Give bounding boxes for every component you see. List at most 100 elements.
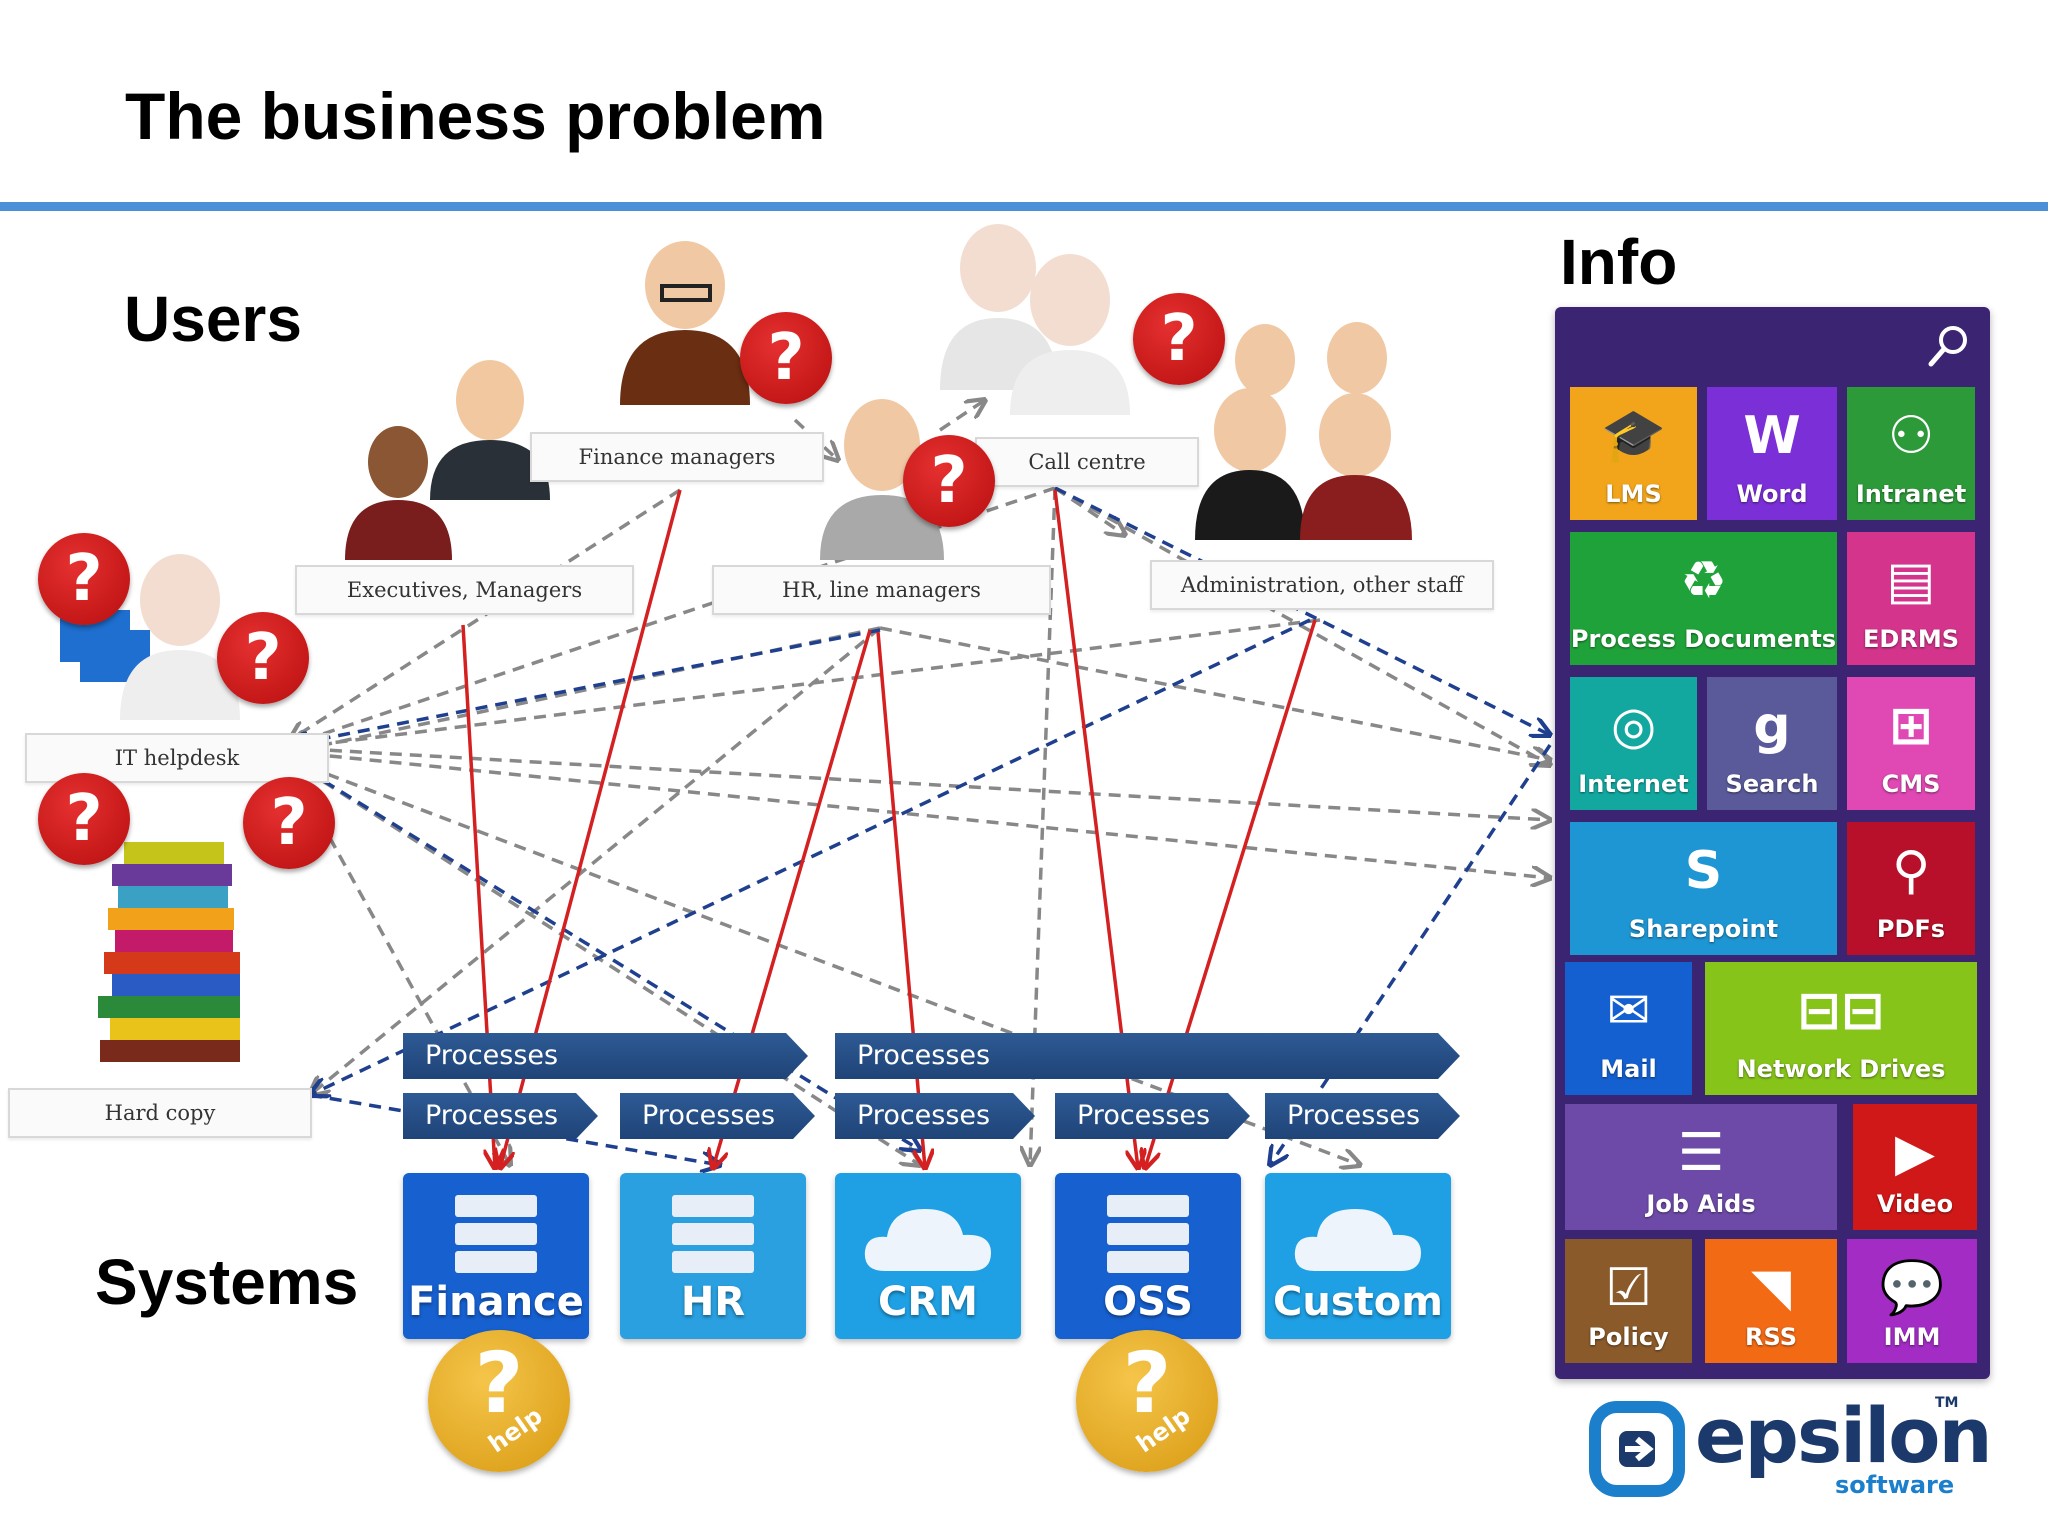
- document-icon: ▤: [1886, 551, 1936, 611]
- cloud-icon: [1294, 1209, 1421, 1271]
- pdf-icon: ⚲: [1891, 841, 1931, 901]
- title-rule: [0, 202, 2048, 211]
- youtube-icon: ▶: [1895, 1123, 1935, 1183]
- arrow-grey: [289, 758, 1360, 1165]
- arrow-grey: [289, 746, 1550, 820]
- question-badge-icon: ?: [740, 312, 832, 404]
- process-banner: Processes: [1055, 1093, 1250, 1139]
- checklist-icon: ☑: [1605, 1258, 1652, 1318]
- user-label-hard-copy: Hard copy: [8, 1088, 312, 1138]
- arrow-grey: [939, 400, 985, 432]
- books-stack-icon: [98, 842, 240, 1062]
- arrow-grey: [1054, 486, 1125, 535]
- tile-imm[interactable]: 💬IMM: [1847, 1239, 1977, 1363]
- tile-cms[interactable]: ⊞CMS: [1847, 677, 1975, 810]
- system-finance[interactable]: Finance: [403, 1173, 589, 1339]
- envelope-icon: ✉: [1606, 981, 1651, 1041]
- help-badge-icon: ? help: [428, 1330, 570, 1472]
- user-label-hr: HR, line managers: [712, 565, 1051, 615]
- arrow-grey: [310, 626, 882, 1095]
- process-banner: Processes: [403, 1033, 808, 1079]
- user-label-call-centre: Call centre: [975, 437, 1199, 487]
- tile-lms[interactable]: 🎓LMS: [1570, 387, 1697, 520]
- sharepoint-icon: S: [1684, 841, 1723, 901]
- database-icon: [1107, 1195, 1189, 1273]
- tile-process-documents[interactable]: ♻Process Documents: [1570, 532, 1837, 665]
- process-banner: Processes: [620, 1093, 815, 1139]
- call-centre-figure-icon: [940, 224, 1130, 415]
- rss-icon: ◥: [1751, 1258, 1791, 1318]
- network-drives-icon: ⊟⊟: [1797, 981, 1885, 1041]
- tile-intranet[interactable]: ⚇Intranet: [1847, 387, 1975, 520]
- org-chart-icon: ⊞: [1889, 696, 1933, 756]
- executives-figure-icon: [345, 360, 550, 560]
- process-banner: Processes: [835, 1033, 1460, 1079]
- arrow-grey: [289, 758, 920, 1165]
- question-badge-icon: ?: [243, 777, 335, 869]
- help-badge-icon: ? help: [1076, 1330, 1218, 1472]
- user-label-executives: Executives, Managers: [295, 565, 634, 615]
- system-label: Custom: [1273, 1279, 1443, 1325]
- tile-video[interactable]: ▶Video: [1853, 1104, 1977, 1230]
- arrow-grey: [290, 486, 1056, 745]
- tile-edrms[interactable]: ▤EDRMS: [1847, 532, 1975, 665]
- process-banner: Processes: [403, 1093, 598, 1139]
- system-label: CRM: [878, 1279, 978, 1325]
- tile-policy[interactable]: ☑Policy: [1565, 1239, 1692, 1363]
- tile-mail[interactable]: ✉Mail: [1565, 962, 1692, 1095]
- system-label: HR: [680, 1279, 746, 1325]
- process-banner: Processes: [1265, 1093, 1460, 1139]
- arrow-grey: [290, 618, 1321, 748]
- info-heading: Info: [1560, 226, 1678, 298]
- search-icon[interactable]: [1925, 322, 1973, 370]
- recycle-icon: ♻: [1680, 551, 1727, 611]
- systems-heading: Systems: [95, 1246, 359, 1318]
- newspaper-icon: ☰: [1677, 1123, 1725, 1183]
- system-crm[interactable]: CRM: [835, 1173, 1021, 1339]
- tile-internet[interactable]: ◎Internet: [1570, 677, 1697, 810]
- system-label: Finance: [408, 1279, 584, 1325]
- arrow-blue: [1054, 486, 1550, 735]
- arrow-grey: [290, 488, 681, 740]
- word-icon: W: [1743, 406, 1801, 466]
- chat-bubble-icon: 💬: [1879, 1258, 1945, 1318]
- epsilon-logo: epsilon TM software: [1585, 1391, 2005, 1505]
- tile-job-aids[interactable]: ☰Job Aids: [1565, 1104, 1837, 1230]
- system-oss[interactable]: OSS: [1055, 1173, 1241, 1339]
- finance-manager-figure-icon: [620, 241, 750, 405]
- database-icon: [672, 1195, 754, 1273]
- tile-pdfs[interactable]: ⚲PDFs: [1847, 822, 1975, 955]
- question-badge-icon: ?: [1133, 293, 1225, 385]
- arrow-grey: [1054, 486, 1550, 765]
- globe-icon: ◎: [1610, 696, 1657, 756]
- database-icon: [455, 1195, 537, 1273]
- tile-network-drives[interactable]: ⊟⊟Network Drives: [1705, 962, 1977, 1095]
- question-badge-icon: ?: [903, 435, 995, 527]
- logo-tm: TM: [1935, 1395, 1959, 1411]
- tile-rss[interactable]: ◥RSS: [1705, 1239, 1837, 1363]
- user-label-admin: Administration, other staff: [1150, 560, 1494, 610]
- google-g-icon: g: [1753, 696, 1791, 756]
- question-badge-icon: ?: [38, 533, 130, 625]
- process-banner: Processes: [835, 1093, 1035, 1139]
- arrow-grey: [879, 626, 1550, 760]
- question-badge-icon: ?: [38, 773, 130, 865]
- cloud-icon: [864, 1209, 991, 1271]
- system-custom[interactable]: Custom: [1265, 1173, 1451, 1339]
- admin-figure-icon: [1195, 322, 1412, 540]
- logo-name: epsilon: [1695, 1391, 1993, 1480]
- graduation-cap-icon: 🎓: [1601, 406, 1666, 466]
- arrow-grey: [289, 750, 1550, 878]
- network-nodes-icon: ⚇: [1887, 406, 1935, 466]
- system-hr[interactable]: HR: [620, 1173, 806, 1339]
- arrow-blue: [310, 618, 1311, 1095]
- page-title: The business problem: [125, 79, 826, 153]
- system-label: OSS: [1103, 1279, 1193, 1325]
- arrow-blue: [289, 758, 920, 1150]
- logo-tagline: software: [1835, 1471, 1955, 1499]
